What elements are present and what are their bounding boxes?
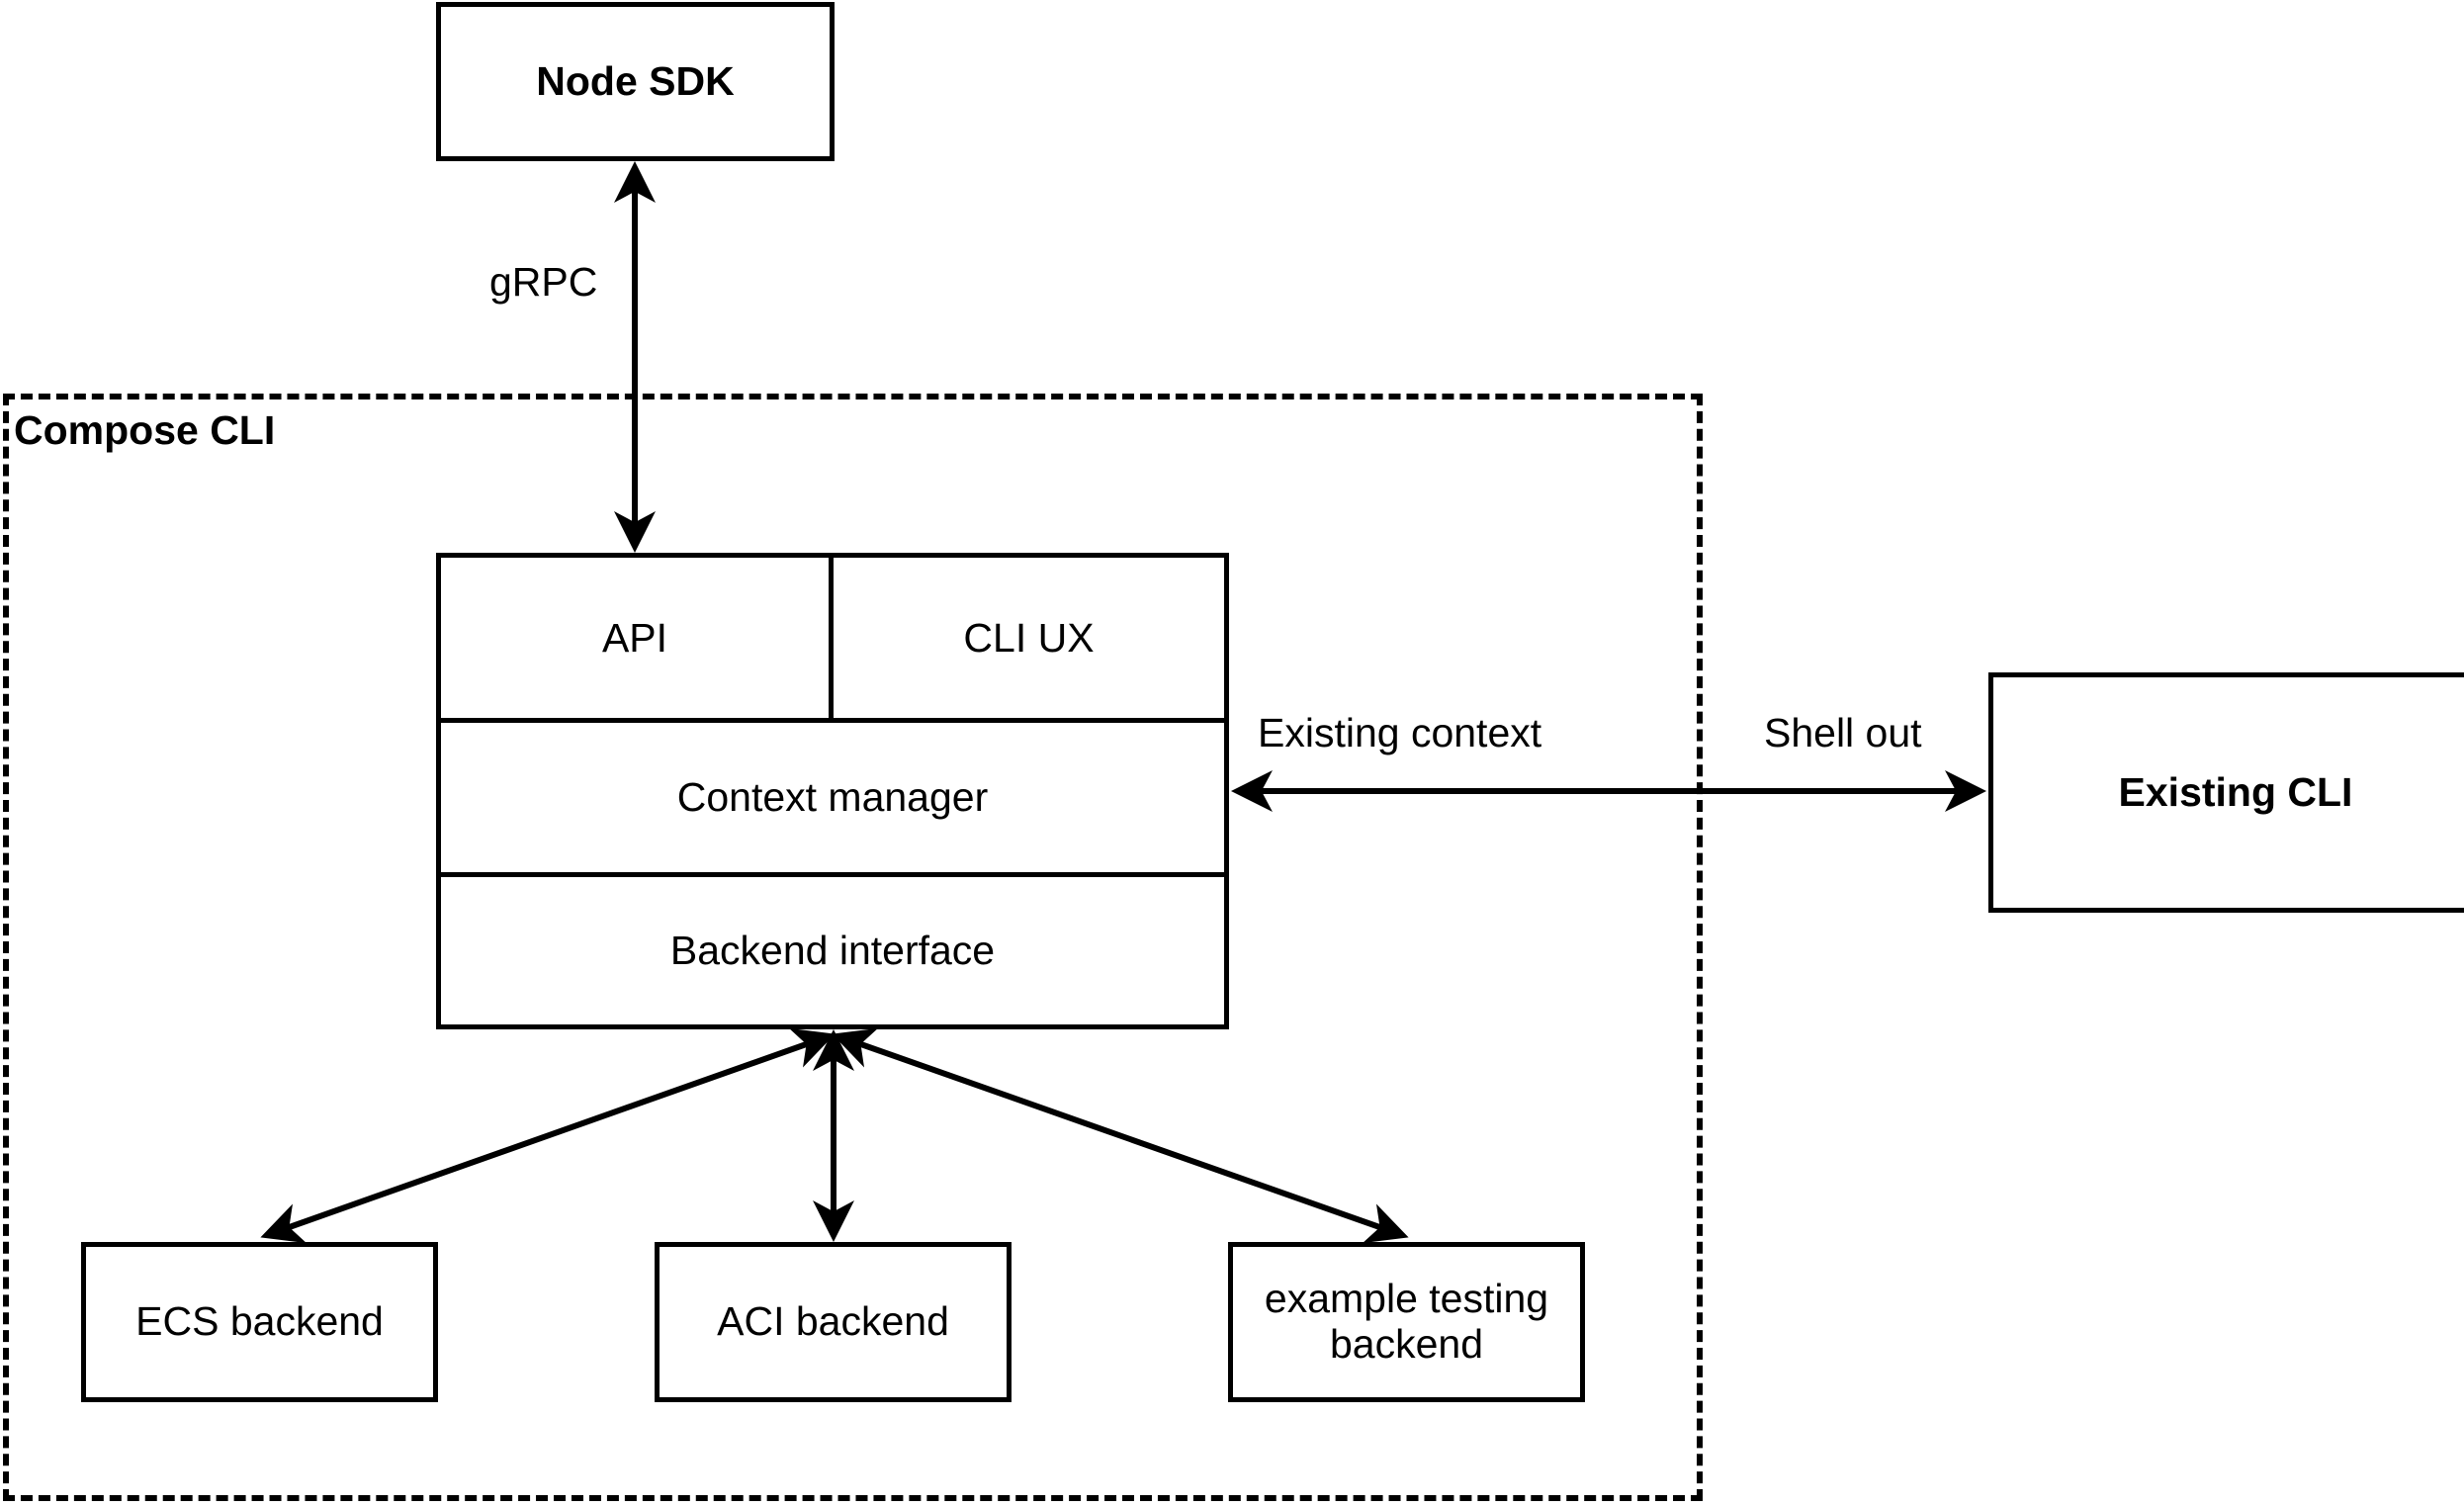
example-testing-backend-label: example testing backend [1255,1276,1558,1368]
core-cell-context-manager-label: Context manager [676,774,989,820]
example-testing-backend-label-line2: backend [1329,1321,1483,1367]
node-sdk-label: Node SDK [536,57,735,104]
edge-label-grpc: gRPC [489,259,598,305]
core-cell-cli-ux[interactable]: CLI UX [834,558,1224,718]
edge-label-existing-context: Existing context [1258,710,1542,755]
aci-backend-label: ACI backend [717,1298,949,1345]
core-top-row: API CLI UX [441,558,1224,718]
node-sdk-box[interactable]: Node SDK [436,2,835,161]
compose-cli-core-component: API CLI UX Context manager Backend inter… [436,553,1229,1029]
example-testing-backend-label-line1: example testing [1264,1276,1549,1322]
ecs-backend-label: ECS backend [135,1298,384,1345]
core-cell-context-manager[interactable]: Context manager [441,718,1224,872]
existing-cli-label: Existing CLI [2118,768,2353,815]
ecs-backend-box[interactable]: ECS backend [81,1242,438,1402]
core-cell-backend-interface[interactable]: Backend interface [441,872,1224,1024]
compose-cli-group-label: Compose CLI [14,407,276,453]
existing-cli-box[interactable]: Existing CLI [1988,672,2464,913]
core-cell-api[interactable]: API [441,558,834,718]
aci-backend-box[interactable]: ACI backend [655,1242,1012,1402]
core-cell-cli-ux-label: CLI UX [963,614,1095,661]
example-testing-backend-box[interactable]: example testing backend [1228,1242,1585,1402]
core-cell-api-label: API [601,614,668,661]
compose-cli-group [3,394,1703,1501]
edge-label-shell-out: Shell out [1764,710,1922,755]
core-cell-backend-interface-label: Backend interface [669,928,996,973]
